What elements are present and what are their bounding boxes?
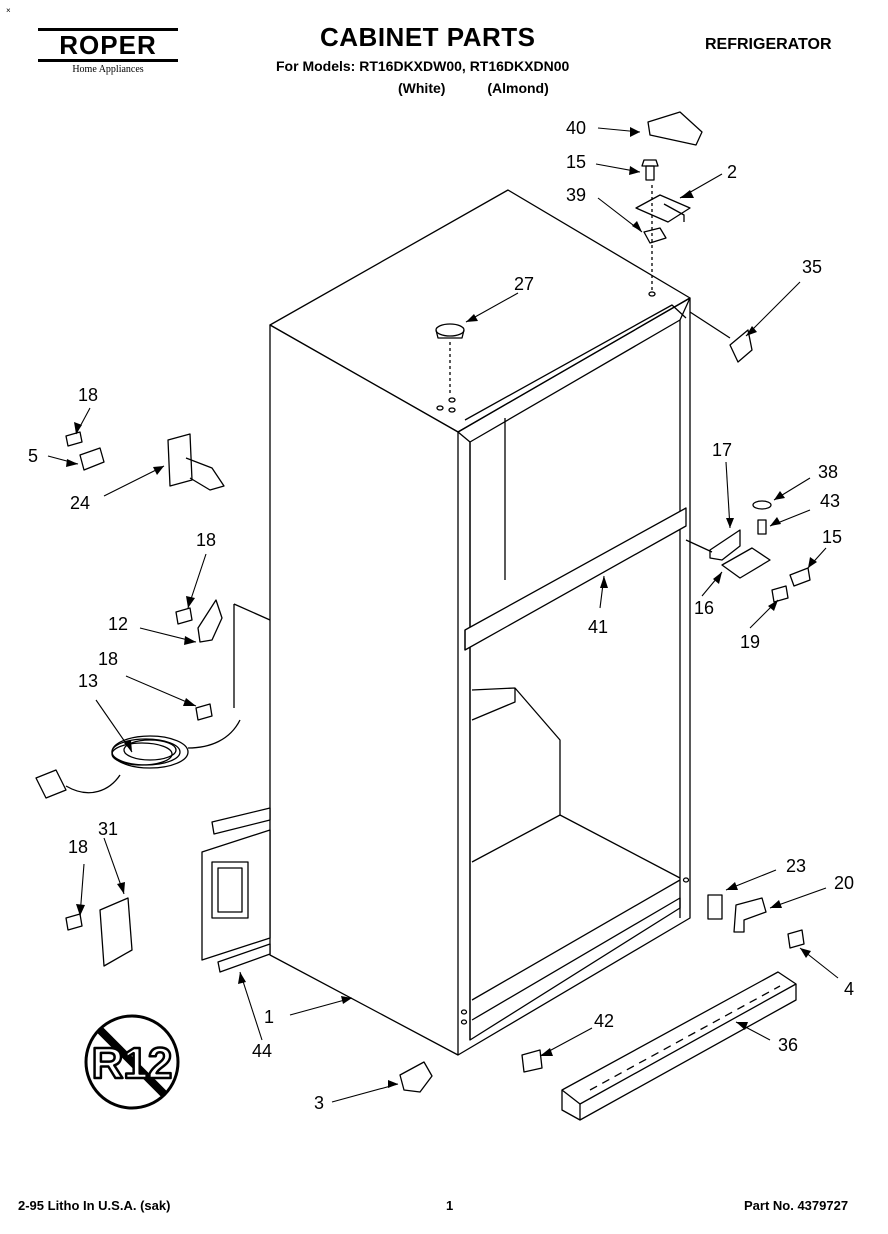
- callout-16: 16: [694, 598, 715, 618]
- callout-3: 3: [314, 1093, 325, 1113]
- registration-mark: ×: [6, 6, 11, 15]
- callout-1: 1: [264, 1007, 275, 1027]
- r12-badge-text: R12: [92, 1039, 173, 1088]
- callout-18c: 18: [98, 649, 119, 669]
- callout-41: 41: [588, 617, 609, 637]
- rear-bracket-part: [201, 807, 271, 973]
- callout-19: 19: [740, 632, 761, 652]
- callout-31: 31: [98, 819, 119, 839]
- top-trim-part: [729, 329, 753, 363]
- callout-36: 36: [778, 1035, 799, 1055]
- top-hinge-assembly: [635, 159, 691, 290]
- callout-4: 4: [844, 979, 855, 999]
- callout-18b: 18: [196, 530, 217, 550]
- callout-5: 5: [28, 446, 39, 466]
- r12-badge: R12: [84, 1014, 180, 1110]
- leader-arrowheads: [66, 127, 817, 1088]
- appliance-category: REFRIGERATOR: [705, 36, 832, 53]
- callout-44: 44: [252, 1041, 273, 1061]
- print-info: 2-95 Litho In U.S.A. (sak): [18, 1198, 171, 1213]
- callout-20: 20: [834, 873, 855, 893]
- callout-40: 40: [566, 118, 587, 138]
- callout-18: 18: [78, 385, 99, 405]
- callout-13: 13: [78, 671, 99, 691]
- lower-hinge-assembly: [707, 894, 805, 949]
- top-plug-part: [435, 323, 465, 395]
- callout-42: 42: [594, 1011, 615, 1031]
- power-cord-part: [35, 603, 271, 799]
- grille-clip-part: [521, 1049, 543, 1073]
- left-upper-parts: [65, 431, 225, 491]
- callout-35: 35: [802, 257, 823, 277]
- callout-17: 17: [712, 440, 733, 460]
- model-variants: (White) (Almond): [398, 80, 583, 96]
- callout-39: 39: [566, 185, 587, 205]
- toe-grille-part: [561, 971, 797, 1121]
- variant-almond: (Almond): [487, 80, 549, 96]
- brand-subtitle: Home Appliances: [72, 64, 144, 75]
- callout-27: 27: [514, 274, 535, 294]
- callout-24: 24: [70, 493, 91, 513]
- cabinet-body: [269, 189, 691, 1056]
- callout-15b: 15: [822, 527, 843, 547]
- callout-18d: 18: [68, 837, 89, 857]
- callout-15: 15: [566, 152, 587, 172]
- brand-logo: ROPER Home Appliances: [38, 28, 178, 75]
- callout-2: 2: [727, 162, 738, 182]
- cabinet-foot-part: [399, 1061, 433, 1093]
- brand-name: ROPER: [38, 28, 178, 62]
- callout-43: 43: [820, 491, 841, 511]
- access-cover-part: [65, 897, 133, 967]
- variant-white: (White): [398, 80, 446, 96]
- callout-23: 23: [786, 856, 807, 876]
- callout-38: 38: [818, 462, 839, 482]
- callout-12: 12: [108, 614, 129, 634]
- center-hinge-assembly: [685, 500, 811, 603]
- part-number: Part No. 4379727: [744, 1198, 849, 1213]
- page-number: 1: [446, 1198, 454, 1213]
- page-title: CABINET PARTS: [320, 22, 536, 52]
- ground-clip-part: [175, 599, 223, 643]
- hinge-cover-part: [647, 111, 703, 146]
- model-numbers: For Models: RT16DKXDW00, RT16DKXDN00: [276, 58, 570, 74]
